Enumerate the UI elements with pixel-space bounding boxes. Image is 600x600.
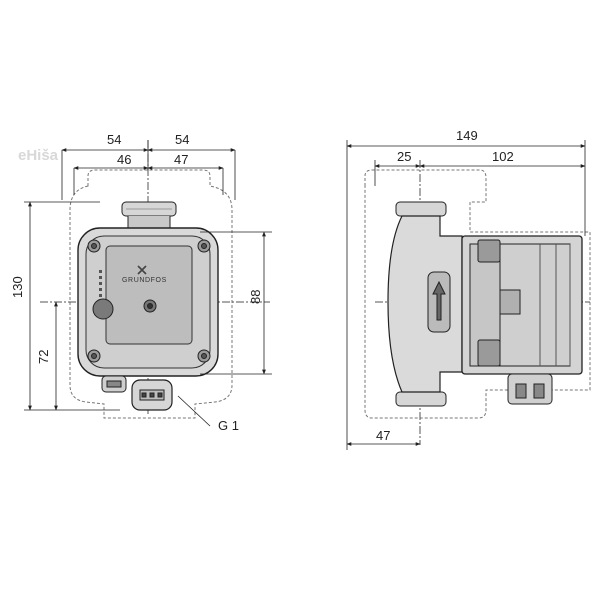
dim-label-lower-height: 72 [36, 350, 51, 364]
front-push-button [92, 298, 114, 320]
brand-label: GRUNDFOS [122, 277, 167, 284]
dim-label-total-height: 130 [10, 276, 25, 298]
dim-label-side-total: 149 [456, 128, 478, 143]
side-bottom-flange [395, 391, 447, 407]
dim-label-right-inner: 47 [174, 152, 188, 167]
watermark-text: eHiša [18, 147, 59, 164]
side-envelope-dashed [364, 169, 591, 419]
connection-thread-label: G 1 [218, 418, 239, 433]
dim-label-side-right-part: 102 [492, 149, 514, 164]
front-corner-screws [87, 239, 211, 363]
front-led-indicators [99, 270, 102, 297]
dim-label-left-outer: 54 [107, 132, 121, 147]
side-dimensions [346, 140, 586, 450]
front-envelope-dashed [69, 169, 233, 419]
dim-label-right-height: 88 [248, 290, 263, 304]
front-dimensions [24, 140, 272, 427]
grundfos-logo-icon [137, 265, 147, 275]
side-terminal-box [507, 373, 553, 405]
dim-label-side-bottom: 47 [376, 428, 390, 443]
front-view [40, 140, 270, 419]
dim-label-left-inner: 46 [117, 152, 131, 167]
side-top-flange [395, 201, 447, 217]
side-view [364, 160, 591, 445]
dim-label-side-left-part: 25 [397, 149, 411, 164]
side-volute-body [387, 215, 463, 393]
g1-leader-line [177, 395, 211, 427]
side-motor-fins [539, 244, 571, 366]
flow-direction-arrow-icon [432, 280, 446, 321]
dim-label-right-outer: 54 [175, 132, 189, 147]
front-control-panel [105, 245, 193, 345]
